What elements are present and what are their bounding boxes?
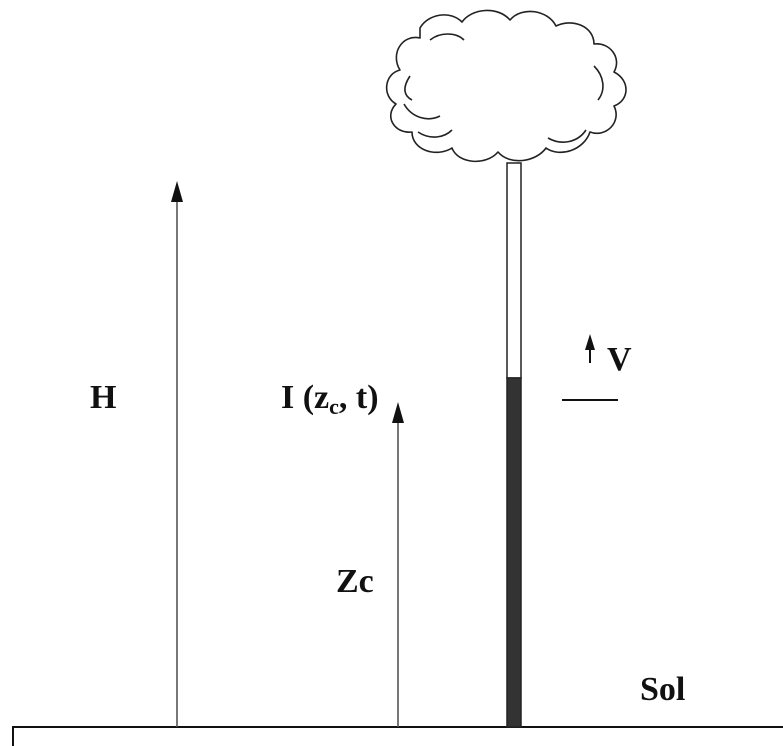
height-arrowhead <box>171 181 183 202</box>
channel-lower-filled <box>506 377 522 728</box>
current-label: I (zc, t) <box>281 379 379 419</box>
cloud-icon <box>385 9 627 163</box>
zc-arrowhead <box>392 402 404 423</box>
ground-label: Sol <box>640 671 685 708</box>
zc-label: Zc <box>336 563 374 600</box>
current-label-sub: c <box>329 394 339 419</box>
channel-upper-empty <box>506 162 522 379</box>
height-arrow <box>171 181 183 727</box>
velocity-label: V <box>607 341 632 378</box>
zc-arrow <box>392 402 404 727</box>
current-label-tail: , t) <box>339 379 379 416</box>
height-label: H <box>90 379 116 416</box>
velocity-arrowhead <box>585 334 595 350</box>
velocity-indicator <box>562 334 618 401</box>
lightning-channel <box>506 162 522 728</box>
current-label-main: I (z <box>281 379 329 416</box>
